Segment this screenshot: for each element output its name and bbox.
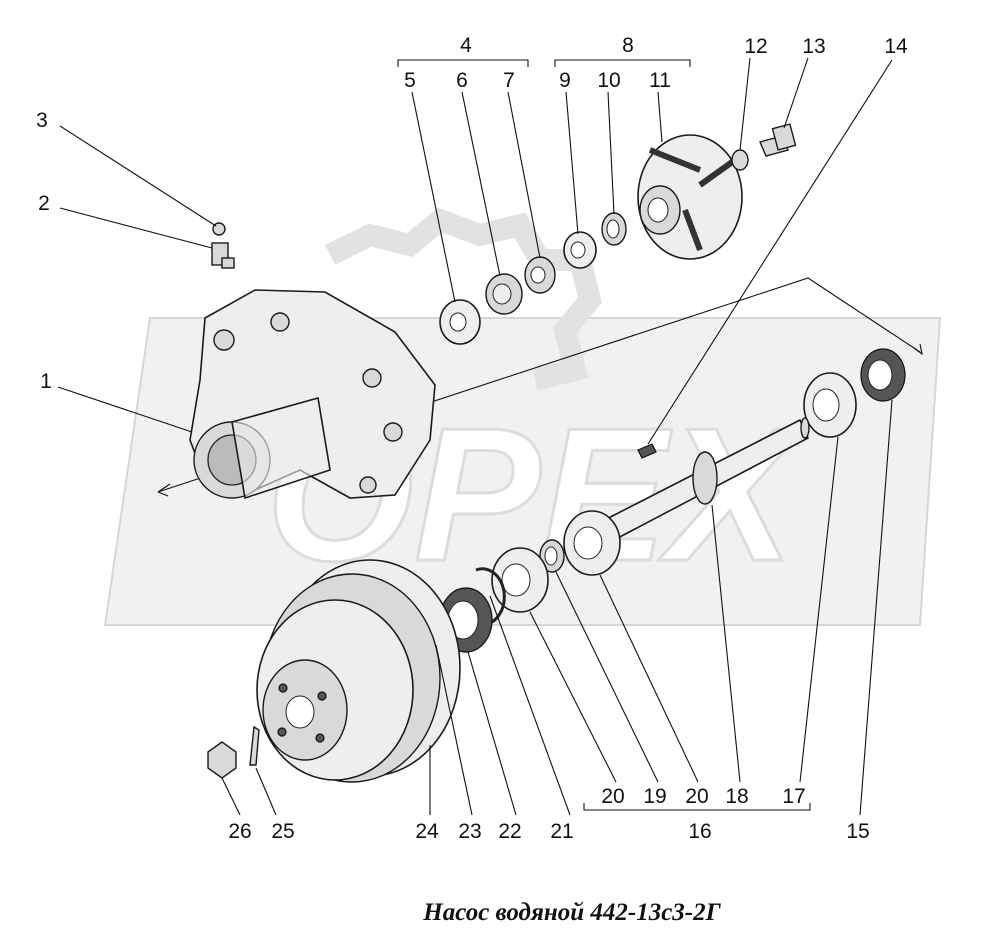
frame-arrow-left <box>157 483 171 497</box>
key-14 <box>637 443 657 459</box>
callout-22: 22 <box>498 820 521 843</box>
ring-7 <box>524 256 556 294</box>
callout-19: 19 <box>643 785 666 808</box>
nut-26 <box>207 741 237 779</box>
callout-10: 10 <box>597 69 620 92</box>
callout-1: 1 <box>40 370 52 393</box>
seal-10 <box>601 212 627 246</box>
bracket-group-4 <box>397 59 529 67</box>
callout-5: 5 <box>404 69 416 92</box>
bearing-20-right <box>563 510 621 576</box>
callout-16: 16 <box>688 820 711 843</box>
callout-20-right: 20 <box>685 785 708 808</box>
bearing-5 <box>439 299 481 345</box>
washer-12 <box>731 149 749 171</box>
pulley-24 <box>256 559 461 783</box>
bracket-group-8 <box>554 59 691 67</box>
leader-lines <box>57 57 893 816</box>
callout-13: 13 <box>802 35 825 58</box>
diagram-caption: Насос водяной 442-13с3-2Г <box>422 899 721 926</box>
spacer-19 <box>539 539 565 573</box>
pump-housing <box>189 289 436 500</box>
callout-4: 4 <box>460 34 472 57</box>
bracket-group-16 <box>583 803 811 811</box>
callout-18: 18 <box>725 785 748 808</box>
callout-7: 7 <box>503 69 515 92</box>
impeller-11 <box>637 134 743 260</box>
seal-15 <box>860 348 906 402</box>
callout-12: 12 <box>744 35 767 58</box>
bearing-17 <box>803 372 857 438</box>
callout-15: 15 <box>846 820 869 843</box>
grease-fitting <box>211 242 235 269</box>
callout-labels: 1 2 3 4 5 6 7 8 9 10 11 12 13 14 15 16 1… <box>36 34 908 843</box>
callout-2: 2 <box>38 192 50 215</box>
callout-26: 26 <box>228 820 251 843</box>
bearing-9 <box>563 231 597 269</box>
callout-21: 21 <box>550 820 573 843</box>
frame-arrow-right <box>913 343 923 356</box>
callout-8: 8 <box>622 34 634 57</box>
callout-9: 9 <box>559 69 571 92</box>
callout-6: 6 <box>456 69 468 92</box>
bearing-6 <box>485 273 523 315</box>
callout-11: 11 <box>649 69 671 92</box>
bearing-20-left <box>491 547 549 613</box>
callout-25: 25 <box>271 820 294 843</box>
callout-24: 24 <box>415 820 439 843</box>
callout-3: 3 <box>36 109 48 132</box>
callout-23: 23 <box>458 820 481 843</box>
pin-25 <box>249 725 260 766</box>
callout-20-left: 20 <box>601 785 624 808</box>
callout-17: 17 <box>782 785 805 808</box>
callout-14: 14 <box>884 35 908 58</box>
bolt-13 <box>759 123 797 157</box>
